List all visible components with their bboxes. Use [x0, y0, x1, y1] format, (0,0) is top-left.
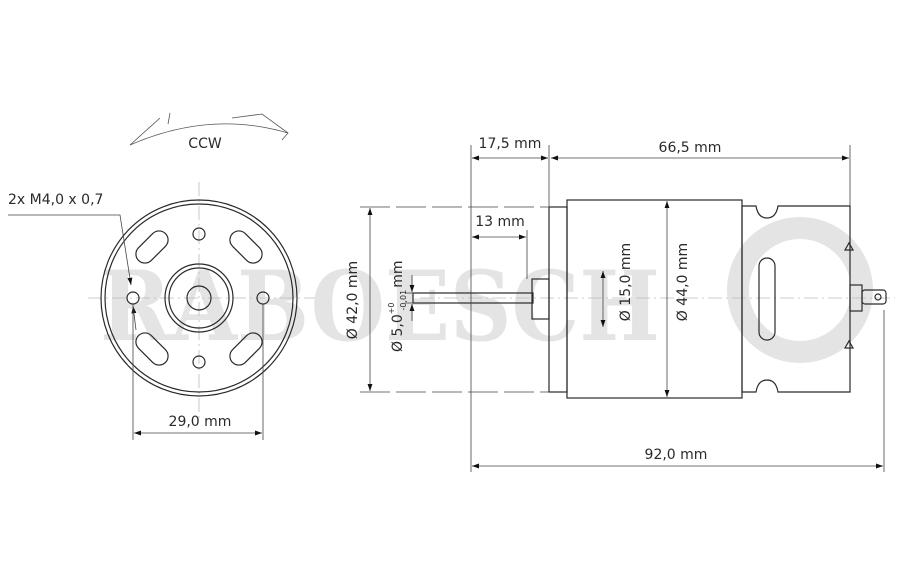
front-view: CCW 2x M4,0 x 0,7 29,0 mm	[8, 112, 315, 440]
shaft-length-dim: 17,5 mm	[479, 136, 542, 152]
ccw-arrow-icon	[129, 123, 289, 146]
total-length-dim: 92,0 mm	[645, 447, 708, 463]
thread-label: 2x M4,0 x 0,7	[8, 192, 103, 208]
side-view: 17,5 mm 66,5 mm 13 mm Ø 42,0 mm Ø 5,0+0-…	[345, 136, 895, 472]
boss-diameter-dim: Ø 15,0 mm	[618, 243, 634, 321]
shaft-exposed-dim: 13 mm	[475, 214, 525, 230]
body-diameter-dim: Ø 44,0 mm	[675, 243, 691, 321]
body-length-dim: 66,5 mm	[659, 140, 722, 156]
flange-diameter-dim: Ø 42,0 mm	[345, 261, 361, 339]
shaft-diameter-dim: Ø 5,0+0-0,01mm	[387, 260, 408, 352]
hole-spacing-dim: 29,0 mm	[169, 414, 232, 430]
svg-text:Ø 5,0+0-0,01mm: Ø 5,0+0-0,01mm	[387, 260, 408, 352]
rotation-label: CCW	[188, 136, 222, 152]
watermark-logo	[727, 217, 873, 363]
